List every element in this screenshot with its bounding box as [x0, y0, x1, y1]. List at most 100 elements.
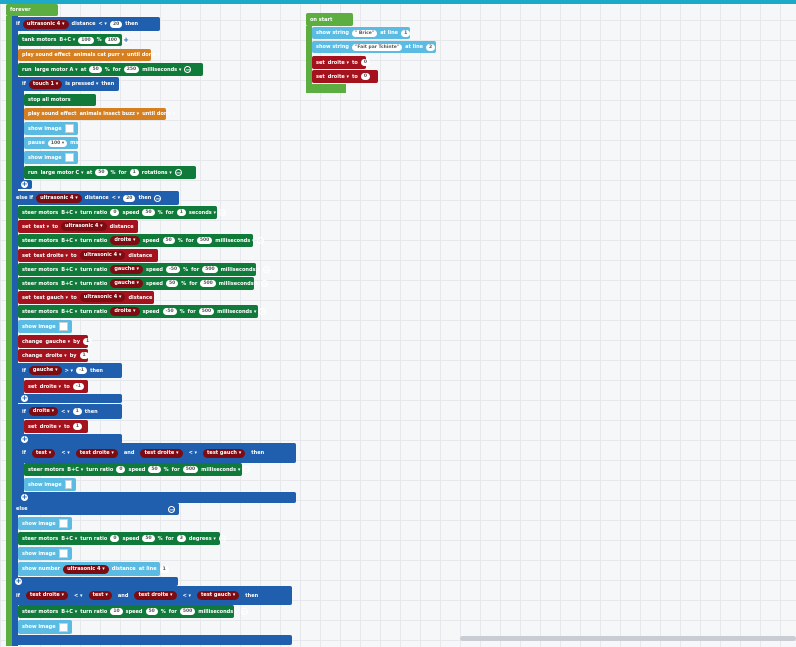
line-value[interactable]: 1 — [159, 565, 169, 573]
ports-dropdown[interactable]: B+C — [61, 238, 77, 244]
mode-dropdown[interactable]: until done — [127, 52, 160, 58]
duration-value[interactable]: 500 — [179, 608, 196, 615]
else-if-block[interactable]: else if ultrasonic 4 distance < 20 then … — [12, 191, 179, 205]
horizontal-scrollbar[interactable] — [460, 636, 796, 641]
mode-dropdown[interactable]: until done — [142, 111, 175, 117]
set-droite-block-4[interactable]: set droite to 1 — [24, 420, 88, 433]
variable-reporter[interactable]: test gauch — [203, 448, 246, 458]
compare-operator[interactable]: < — [189, 450, 197, 456]
collapse-minus-icon[interactable]: − — [219, 209, 227, 217]
turn-ratio-variable[interactable]: droite — [110, 236, 140, 245]
if-droite-block[interactable]: if droite < 1 then — [18, 404, 122, 419]
speed-value[interactable]: 50 — [95, 169, 108, 176]
unit-dropdown[interactable]: seconds — [189, 210, 216, 216]
duration-value[interactable]: 500 — [202, 266, 218, 273]
speed-value[interactable]: 50 — [145, 608, 158, 615]
speed-left[interactable]: 100 — [78, 36, 94, 44]
value-input[interactable]: 0 — [360, 73, 370, 80]
show-image-block-3[interactable]: show image — [18, 320, 72, 333]
speed-value[interactable]: 50 — [89, 66, 102, 73]
set-droite-block-3[interactable]: set droite to -1 — [24, 380, 88, 393]
tank-motors-block[interactable]: tank motors B+C 100 % 100 + — [18, 34, 129, 46]
compare-operator[interactable]: < — [183, 593, 191, 599]
ultrasonic-sensor-dropdown[interactable]: ultrasonic 4 — [63, 564, 109, 574]
collapse-minus-icon[interactable]: − — [260, 280, 268, 288]
unit-dropdown[interactable]: milliseconds — [201, 467, 240, 473]
value-input[interactable]: -1 — [72, 383, 84, 390]
show-string-block-2[interactable]: show string "Fait par Tchinte" at line 2 — [312, 41, 436, 53]
image-picker-icon[interactable] — [64, 480, 72, 489]
if-and-block[interactable]: if test < test droite and test droite < … — [18, 443, 296, 463]
if-else-foot[interactable]: + — [12, 577, 178, 586]
line-value-2[interactable]: 2 — [426, 43, 436, 51]
steer-motors-block-6[interactable]: steer motors B+C turn ratio 0 speed 50 %… — [24, 463, 251, 476]
collapse-minus-icon[interactable]: − — [218, 535, 226, 543]
add-else-plus-icon[interactable]: + — [15, 577, 22, 585]
variable-reporter[interactable]: test droite — [25, 591, 69, 600]
if-gauche-block[interactable]: if gauche > -1 then — [18, 363, 122, 378]
duration-value[interactable]: 250 — [123, 66, 140, 73]
play-sound-block-1[interactable]: play sound effect animals cat purr until… — [18, 49, 156, 61]
remove-else-minus-icon[interactable]: − — [168, 505, 175, 514]
compare-value[interactable]: 20 — [109, 20, 123, 28]
change-value[interactable]: 1 — [79, 352, 89, 359]
unit-dropdown[interactable]: degrees — [189, 536, 216, 542]
ports-dropdown[interactable]: B+C — [59, 37, 75, 43]
turn-ratio-variable[interactable]: droite — [110, 307, 140, 316]
set-test-block[interactable]: set test to ultrasonic 4 distance — [18, 220, 138, 233]
unit-dropdown[interactable]: milliseconds — [217, 309, 256, 315]
show-image-block-7[interactable]: show image — [18, 620, 72, 634]
set-droite-block-1[interactable]: set droite to 0 — [312, 56, 370, 69]
variable-dropdown[interactable]: test gauch — [34, 295, 68, 301]
speed-value[interactable]: 50 — [142, 209, 155, 216]
image-picker-icon[interactable] — [58, 549, 68, 558]
show-image-block-1[interactable]: show image — [24, 122, 78, 135]
variable-dropdown[interactable]: droite — [40, 424, 61, 430]
turn-ratio-value[interactable]: 0 — [110, 535, 120, 542]
expand-plus-icon[interactable]: + — [123, 35, 129, 44]
steer-motors-block-5[interactable]: steer motors B+C turn ratio droite speed… — [18, 305, 267, 318]
collapse-minus-icon[interactable]: − — [259, 308, 267, 316]
ultrasonic-sensor-dropdown[interactable]: ultrasonic 4 — [79, 293, 126, 302]
steer-motors-block-7[interactable]: steer motors B+C turn ratio 0 speed 50 %… — [18, 532, 226, 545]
show-image-block-6[interactable]: show image — [18, 547, 72, 560]
unit-dropdown[interactable]: milliseconds — [142, 67, 181, 73]
speed-value[interactable]: 50 — [148, 466, 161, 473]
add-else-plus-icon[interactable]: + — [21, 180, 28, 188]
ultrasonic-sensor-dropdown[interactable]: ultrasonic 4 — [36, 193, 82, 203]
variable-reporter[interactable]: test — [31, 448, 56, 458]
change-gauche-block[interactable]: change gauche by 1 — [18, 335, 93, 348]
else-block[interactable]: else − — [12, 503, 179, 515]
variable-dropdown[interactable]: test droite — [34, 253, 68, 259]
duration-value[interactable]: 500 — [200, 280, 216, 287]
speed-value[interactable]: 50 — [142, 535, 155, 542]
line-value-1[interactable]: 1 — [401, 29, 411, 37]
speed-value[interactable]: -50 — [165, 266, 181, 273]
add-else-plus-icon[interactable]: + — [21, 434, 28, 443]
compare-value[interactable]: 1 — [72, 408, 82, 415]
speed-value[interactable]: -50 — [162, 308, 177, 315]
ultrasonic-sensor-dropdown[interactable]: ultrasonic 4 — [61, 222, 107, 231]
compare-operator[interactable]: > — [65, 368, 73, 374]
speed-value[interactable]: 50 — [162, 237, 175, 244]
variable-dropdown[interactable]: gauche — [45, 339, 70, 345]
collapse-minus-icon[interactable]: − — [174, 169, 182, 177]
compare-value[interactable]: -1 — [76, 367, 88, 374]
motor-dropdown[interactable]: large motor C — [41, 170, 84, 176]
variable-reporter[interactable]: test droite — [134, 591, 177, 600]
duration-value[interactable]: 1 — [129, 169, 139, 176]
turn-ratio-value[interactable]: 0 — [110, 209, 120, 216]
ports-dropdown[interactable]: B+C — [61, 210, 77, 216]
ports-dropdown[interactable]: B+C — [67, 467, 83, 473]
ultrasonic-sensor-dropdown[interactable]: ultrasonic 4 — [22, 19, 69, 29]
variable-reporter[interactable]: gauche — [28, 366, 62, 375]
ports-dropdown[interactable]: B+C — [61, 609, 77, 615]
image-picker-icon[interactable] — [58, 622, 68, 632]
set-test-gauch-block[interactable]: set test gauch to ultrasonic 4 distance — [18, 291, 154, 304]
show-number-block[interactable]: show number ultrasonic 4 distance at lin… — [18, 562, 169, 576]
forever-hat[interactable]: forever — [6, 4, 58, 16]
change-droite-block[interactable]: change droite by 1 — [18, 349, 89, 362]
last-if-foot[interactable] — [12, 635, 292, 645]
duration-value[interactable]: 3 — [176, 535, 186, 542]
